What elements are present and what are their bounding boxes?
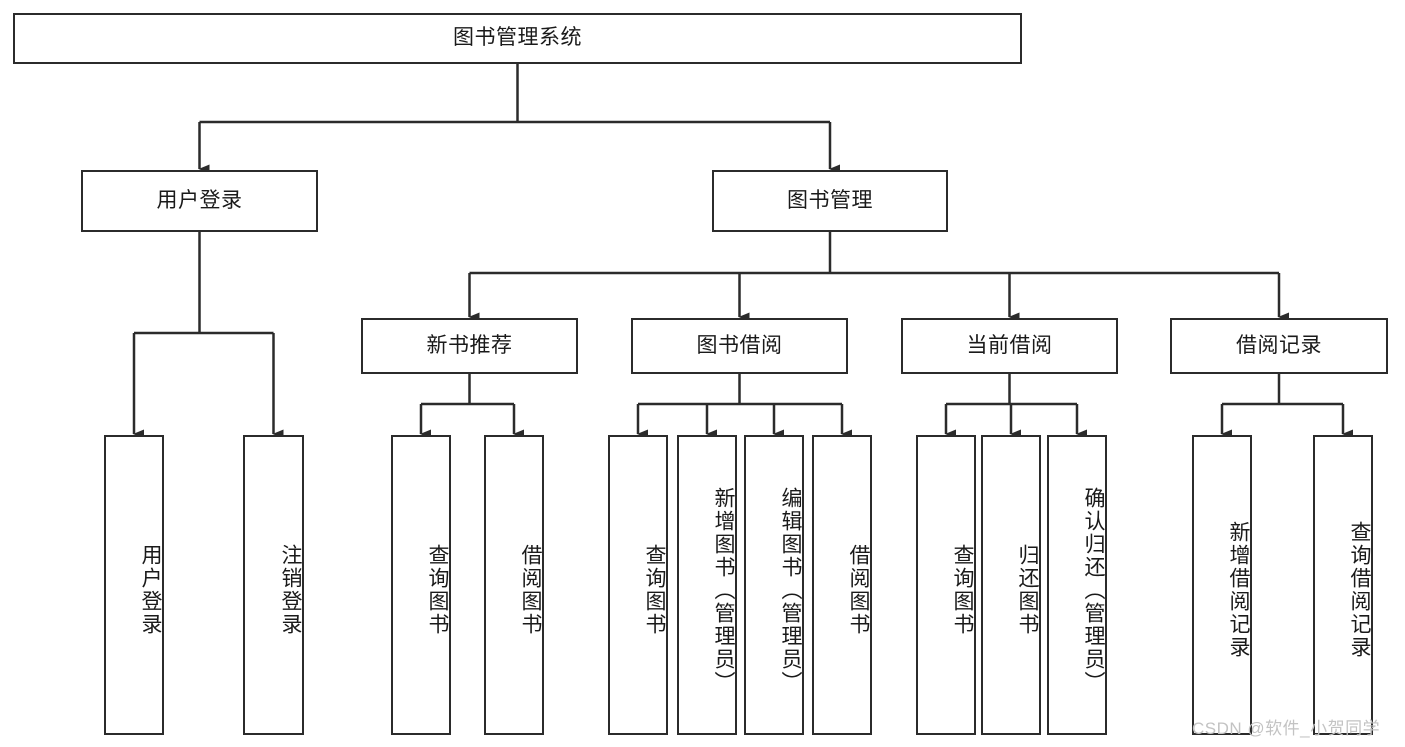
node-leaf9: 查询图书	[916, 435, 976, 735]
csdn-watermark: CSDN @软件_小贺同学	[1192, 719, 1381, 738]
node-label: 用户登录	[156, 188, 243, 212]
node-label: 借阅图书	[519, 544, 542, 636]
node-leaf4: 借阅图书	[484, 435, 544, 735]
node-root: 图书管理系统	[13, 13, 1022, 64]
node-label: 归还图书	[1016, 544, 1039, 636]
node-label: 图书管理系统	[453, 26, 582, 50]
node-leaf10: 归还图书	[981, 435, 1041, 735]
node-label: 新增图书（管理员）	[712, 486, 735, 694]
node-label: 新书推荐	[426, 333, 513, 357]
node-newrec: 新书推荐	[361, 318, 578, 374]
node-borrow: 图书借阅	[631, 318, 848, 374]
node-leaf6: 新增图书（管理员）	[677, 435, 737, 735]
node-bookmgmt: 图书管理	[712, 170, 948, 232]
node-label: 当前借阅	[966, 333, 1053, 357]
node-leaf1: 用户登录	[104, 435, 164, 735]
node-label: 注销登录	[279, 544, 302, 636]
node-label: 查询借阅记录	[1348, 521, 1371, 659]
node-leaf3: 查询图书	[391, 435, 451, 735]
node-label: 查询图书	[951, 544, 974, 636]
node-label: 图书借阅	[696, 333, 783, 357]
node-label: 借阅记录	[1236, 333, 1322, 357]
node-leaf12: 新增借阅记录	[1192, 435, 1252, 735]
node-label: 图书管理	[787, 188, 873, 212]
node-records: 借阅记录	[1170, 318, 1388, 374]
node-leaf5: 查询图书	[608, 435, 668, 735]
node-label: 查询图书	[643, 544, 666, 636]
node-leaf11: 确认归还（管理员）	[1047, 435, 1107, 735]
node-leaf13: 查询借阅记录	[1313, 435, 1373, 735]
node-label: 查询图书	[426, 544, 449, 636]
node-current: 当前借阅	[901, 318, 1118, 374]
node-label: 用户登录	[139, 544, 162, 636]
node-leaf2: 注销登录	[243, 435, 304, 735]
node-label: 借阅图书	[847, 544, 870, 636]
node-label: 新增借阅记录	[1227, 521, 1250, 659]
node-leaf8: 借阅图书	[812, 435, 872, 735]
node-label: 确认归还（管理员）	[1082, 486, 1105, 694]
node-label: 编辑图书（管理员）	[779, 486, 802, 694]
node-login: 用户登录	[81, 170, 318, 232]
node-leaf7: 编辑图书（管理员）	[744, 435, 804, 735]
